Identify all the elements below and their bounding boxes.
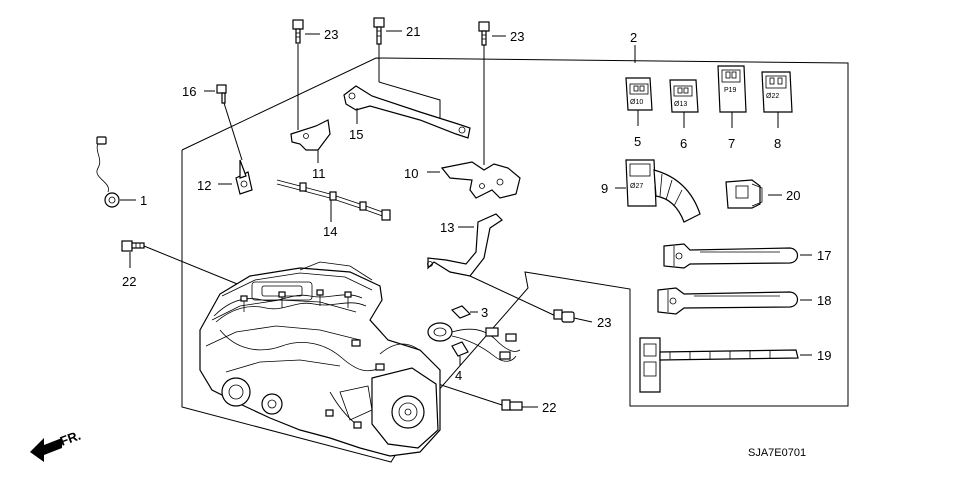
front-direction-label: FR. [58,428,83,449]
callout-22-left: 22 [122,274,136,289]
connector-7-mark: P19 [724,87,737,94]
connector-6 [669,79,699,128]
part-23-bolt-right [553,309,593,323]
part-13-bracket [427,213,561,319]
callout-20: 20 [786,188,800,203]
sub-harness-loop [427,322,521,362]
part-22-bolt-left [121,240,253,291]
callout-12: 12 [197,178,211,193]
connector-5 [625,77,653,126]
callout-17: 17 [817,248,831,263]
callout-15: 15 [349,127,363,142]
part-1-sensor [96,136,136,208]
connector-7 [717,65,747,128]
part-20-clip [725,179,782,209]
callout-4: 4 [455,368,462,383]
part-3-clip [450,305,478,319]
callout-7: 7 [728,136,735,151]
part-4-clip [451,341,469,366]
callout-2: 2 [630,30,637,45]
callout-8: 8 [774,136,781,151]
connector-8 [761,71,793,128]
part-12-clamp [218,159,253,195]
callout-16: 16 [182,84,196,99]
part-11-bracket [290,44,331,163]
callout-23-right: 23 [597,315,611,330]
part-16-bolt [204,84,243,161]
engine-assembly [199,261,441,457]
part-21-bolt [373,17,402,82]
part-19-tie-strap [639,337,812,393]
callout-14: 14 [323,224,337,239]
part-14-sub-harness [276,179,391,222]
callout-6: 6 [680,136,687,151]
callout-23-top-left: 23 [324,27,338,42]
diagram-code: SJA7E0701 [748,447,806,459]
front-direction-arrow [30,438,62,462]
connector-9-mark: Ø27 [630,183,643,190]
callout-11: 11 [312,166,326,181]
part-18-band-tie [657,287,812,315]
part-23-bolt-top-mid [478,21,506,165]
connector-9 [615,159,701,223]
part-17-band-tie [663,243,812,269]
callout-22-lower: 22 [542,400,556,415]
callout-18: 18 [817,293,831,308]
connector-5-mark: Ø10 [630,99,643,106]
callout-19: 19 [817,348,831,363]
part-10-bracket [427,161,521,199]
assembly-frame [181,57,849,463]
callout-23-top-mid: 23 [510,29,524,44]
callout-10: 10 [404,166,418,181]
callout-5: 5 [634,134,641,149]
callout-9: 9 [601,181,608,196]
callout-1: 1 [140,193,147,208]
callout-21: 21 [406,24,420,39]
connector-6-mark: Ø13 [674,101,687,108]
connector-8-mark: Ø22 [766,93,779,100]
callout-13: 13 [440,220,454,235]
callout-3: 3 [481,305,488,320]
part-23-bolt-top-left [292,19,320,44]
part-15-harness-stay [343,81,471,139]
